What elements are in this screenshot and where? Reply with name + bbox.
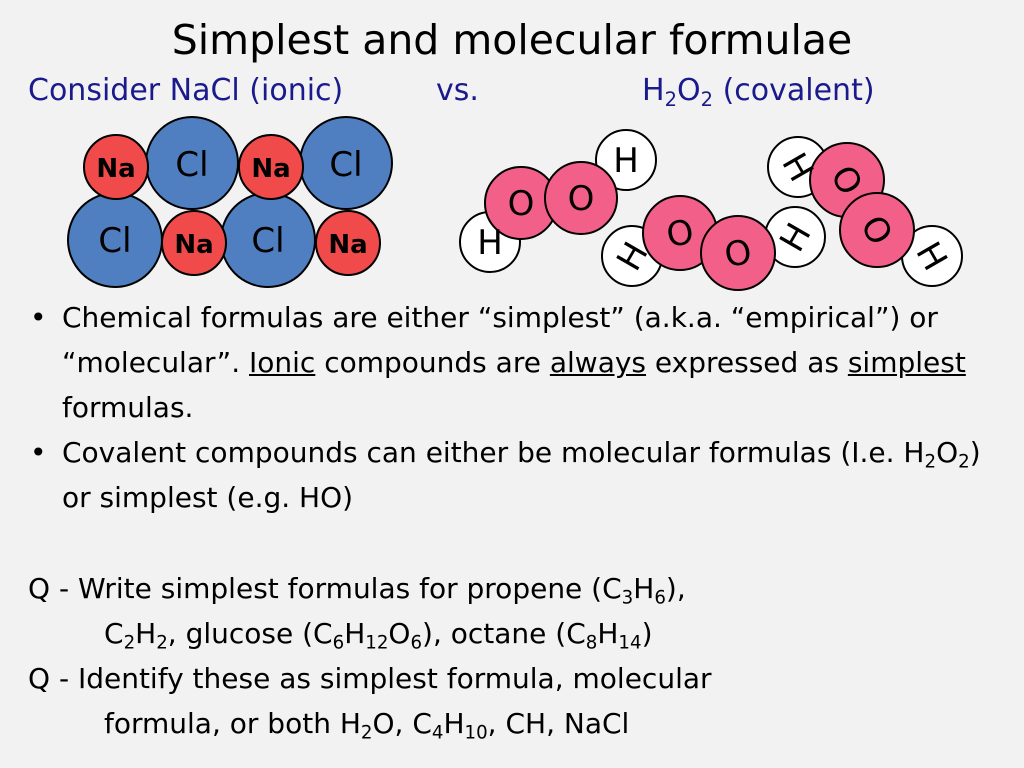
na-atom [83, 134, 149, 200]
underlined-always: always [549, 346, 647, 379]
na-label: Na [328, 230, 367, 260]
na-atom [315, 210, 381, 276]
na-label: Na [96, 154, 135, 184]
oxygen-label: O [508, 184, 535, 224]
bullet-item: • Covalent compounds can either be molec… [28, 430, 1008, 520]
oxygen-atom [839, 192, 915, 268]
cl-label: Cl [175, 145, 208, 185]
oxygen-atom [700, 215, 776, 291]
na-label: Na [174, 230, 213, 260]
question-1: Q - Write simplest formulas for propene … [28, 572, 686, 654]
cl-label: Cl [329, 145, 362, 185]
underlined-simplest: simplest [847, 346, 966, 379]
hydrogen-label: H [477, 223, 503, 263]
na-label: Na [251, 154, 290, 184]
subtitle-vs: vs. [436, 73, 479, 108]
underlined-ionic: Ionic [249, 346, 316, 379]
na-atom [238, 134, 304, 200]
bullet-item: • Chemical formulas are either “simplest… [28, 295, 1008, 430]
bullet-list: • Chemical formulas are either “simplest… [28, 295, 1008, 520]
bullet-dot-icon: • [30, 301, 47, 334]
slide-title: Simplest and molecular formulae [171, 16, 853, 64]
question-2: Q - Identify these as simplest formula, … [28, 662, 712, 744]
subtitle-nacl: Consider NaCl (ionic) [28, 73, 344, 108]
nacl-lattice-diagram: Cl Cl Cl Cl Na Na Na Na [67, 116, 393, 288]
oxygen-label: O [568, 179, 595, 219]
hydrogen-atom [595, 129, 657, 191]
hydrogen-label: H [613, 141, 639, 181]
subtitle-h2o2: H2O2 (covalent) [642, 73, 875, 111]
na-atom [161, 210, 227, 276]
cl-label: Cl [98, 221, 131, 261]
bullet-dot-icon: • [30, 436, 47, 469]
oxygen-atom [544, 161, 618, 235]
h2o2-molecules-diagram: H H O O H H O O H H O O [459, 129, 963, 291]
cl-label: Cl [251, 221, 284, 261]
